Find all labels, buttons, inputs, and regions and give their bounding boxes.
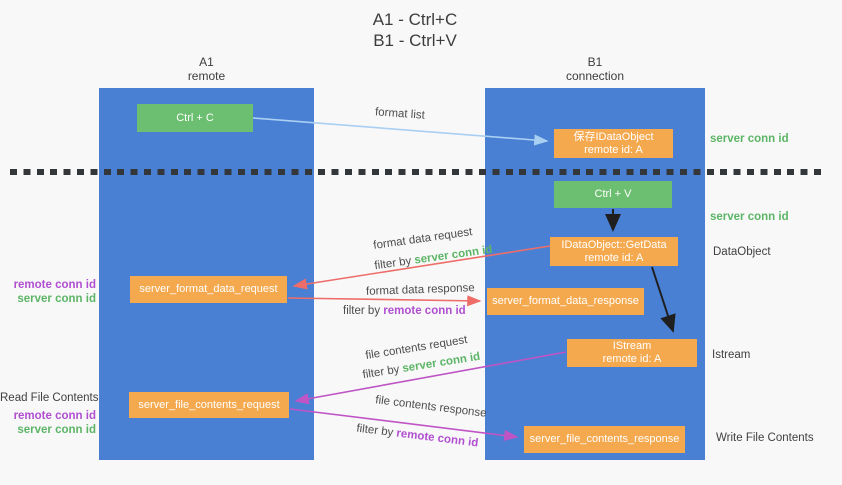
- label-remote-conn-id-left-1: remote conn id: [13, 279, 96, 291]
- node-file-response-label: server_file_contents_response: [529, 433, 680, 445]
- node-save-line2: remote id: A: [584, 143, 643, 156]
- node-getdata-line2: remote id: A: [584, 251, 644, 264]
- remote-conn-id-text: remote conn id: [395, 427, 479, 450]
- server-conn-id-text: server conn id: [413, 243, 494, 267]
- title-line-2: B1 - Ctrl+V: [373, 31, 457, 50]
- label-server-conn-id-left-1: server conn id: [17, 293, 96, 305]
- filter-by-text: filter by: [373, 254, 416, 273]
- node-ctrl-v: Ctrl + V: [554, 181, 672, 208]
- lane-header-b1: B1 connection: [485, 55, 705, 83]
- lane-a1-title: A1: [199, 55, 214, 69]
- label-write-file-contents: Write File Contents: [716, 432, 814, 444]
- filter-by-text: filter by: [355, 422, 398, 440]
- node-file-request-label: server_file_contents_request: [138, 398, 280, 411]
- node-ctrl-v-label: Ctrl + V: [594, 188, 632, 200]
- label-format-data-response: format data response: [365, 282, 475, 298]
- lane-header-a1: A1 remote: [99, 55, 314, 83]
- label-istream: Istream: [712, 349, 751, 361]
- node-format-response-label: server_format_data_response: [492, 295, 639, 307]
- node-server-file-contents-request: server_file_contents_request: [129, 392, 289, 418]
- label-server-conn-id-right-top: server conn id: [710, 133, 789, 145]
- label-dataobject: DataObject: [713, 246, 771, 258]
- node-server-file-contents-response: server_file_contents_response: [524, 426, 685, 453]
- lane-b1-subtitle: connection: [565, 69, 625, 83]
- label-filter-by-remote-conn-id-2: filter by remote conn id: [356, 423, 479, 450]
- lane-a1-subtitle: remote: [187, 69, 226, 83]
- label-server-conn-id-left-2: server conn id: [17, 424, 96, 436]
- node-server-format-data-request: server_format_data_request: [130, 276, 287, 303]
- filter-by-text: filter by: [361, 363, 404, 382]
- dashed-divider-line: [10, 169, 825, 175]
- node-server-format-data-response: server_format_data_response: [487, 288, 644, 315]
- label-file-contents-response: file contents response: [374, 394, 488, 420]
- label-read-file-contents: Read File Contents: [0, 392, 99, 404]
- diagram-title: A1 - Ctrl+C B1 - Ctrl+V: [0, 9, 830, 51]
- label-remote-conn-id-left-2: remote conn id: [13, 410, 96, 422]
- arrow-format-data-response: [287, 295, 482, 307]
- node-save-line1: 保存IDataObject: [573, 130, 654, 143]
- node-save-idataobject: 保存IDataObject remote id: A: [554, 129, 673, 158]
- node-ctrl-c-label: Ctrl + C: [176, 111, 214, 124]
- node-istream-line1: IStream: [612, 340, 652, 352]
- node-istream: IStream remote id: A: [567, 339, 697, 367]
- label-filter-by-remote-conn-id-1: filter by remote conn id: [343, 305, 466, 317]
- lane-b1-title: B1: [587, 55, 603, 69]
- node-getdata-line1: IDataObject::GetData: [561, 238, 667, 251]
- node-ctrl-c: Ctrl + C: [137, 104, 253, 132]
- label-server-conn-id-right-mid: server conn id: [710, 211, 789, 223]
- title-line-1: A1 - Ctrl+C: [372, 10, 458, 29]
- node-istream-line2: remote id: A: [602, 353, 662, 365]
- filter-by-text: filter by: [343, 305, 384, 317]
- label-format-list: format list: [374, 106, 426, 122]
- node-idataobject-getdata: IDataObject::GetData remote id: A: [550, 237, 678, 266]
- remote-conn-id-text: remote conn id: [383, 305, 466, 317]
- node-format-request-label: server_format_data_request: [139, 283, 278, 295]
